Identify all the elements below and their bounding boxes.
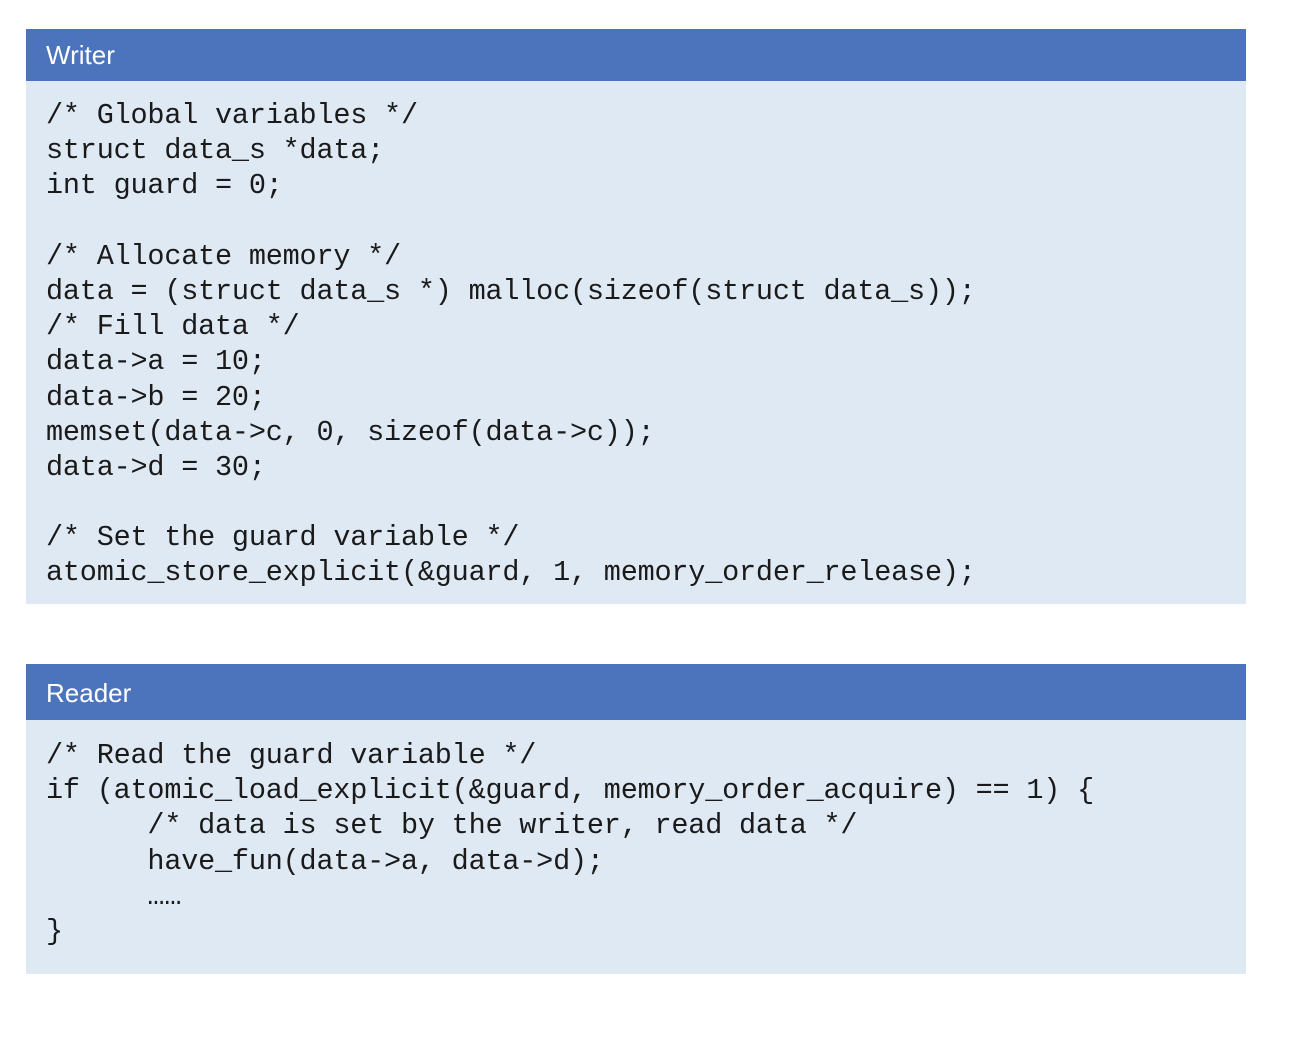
code-line: data->a = 10; xyxy=(46,345,266,379)
code-line: …… xyxy=(46,879,182,913)
code-line: data = (struct data_s *) malloc(sizeof(s… xyxy=(46,274,976,308)
code-line: /* data is set by the writer, read data … xyxy=(46,809,858,843)
code-line: /* Fill data */ xyxy=(46,310,300,344)
code-line: struct data_s *data; xyxy=(46,134,385,168)
reader-panel: Reader /* Read the guard variable */if (… xyxy=(26,664,1246,974)
code-line: atomic_store_explicit(&guard, 1, memory_… xyxy=(46,556,976,590)
code-line xyxy=(46,485,976,520)
code-line: memset(data->c, 0, sizeof(data->c)); xyxy=(46,415,655,449)
writer-panel: Writer /* Global variables */struct data… xyxy=(26,29,1246,604)
code-line: } xyxy=(46,914,63,948)
code-line: if (atomic_load_explicit(&guard, memory_… xyxy=(46,774,1094,808)
code-line: /* Read the guard variable */ xyxy=(46,739,537,772)
code-line: /* Allocate memory */ xyxy=(46,239,401,273)
writer-code-block: /* Global variables */struct data_s *dat… xyxy=(46,98,976,591)
writer-panel-title: Writer xyxy=(26,29,1246,81)
reader-panel-title: Reader xyxy=(26,664,1246,720)
reader-code-block: /* Read the guard variable */if (atomic_… xyxy=(46,738,1094,949)
code-line: data->b = 20; xyxy=(46,380,266,414)
code-line: /* Global variables */ xyxy=(46,99,418,132)
code-line: int guard = 0; xyxy=(46,169,283,203)
code-line: have_fun(data->a, data->d); xyxy=(46,844,604,878)
code-line xyxy=(46,204,976,239)
code-line: data->d = 30; xyxy=(46,450,266,484)
code-line: /* Set the guard variable */ xyxy=(46,521,520,555)
